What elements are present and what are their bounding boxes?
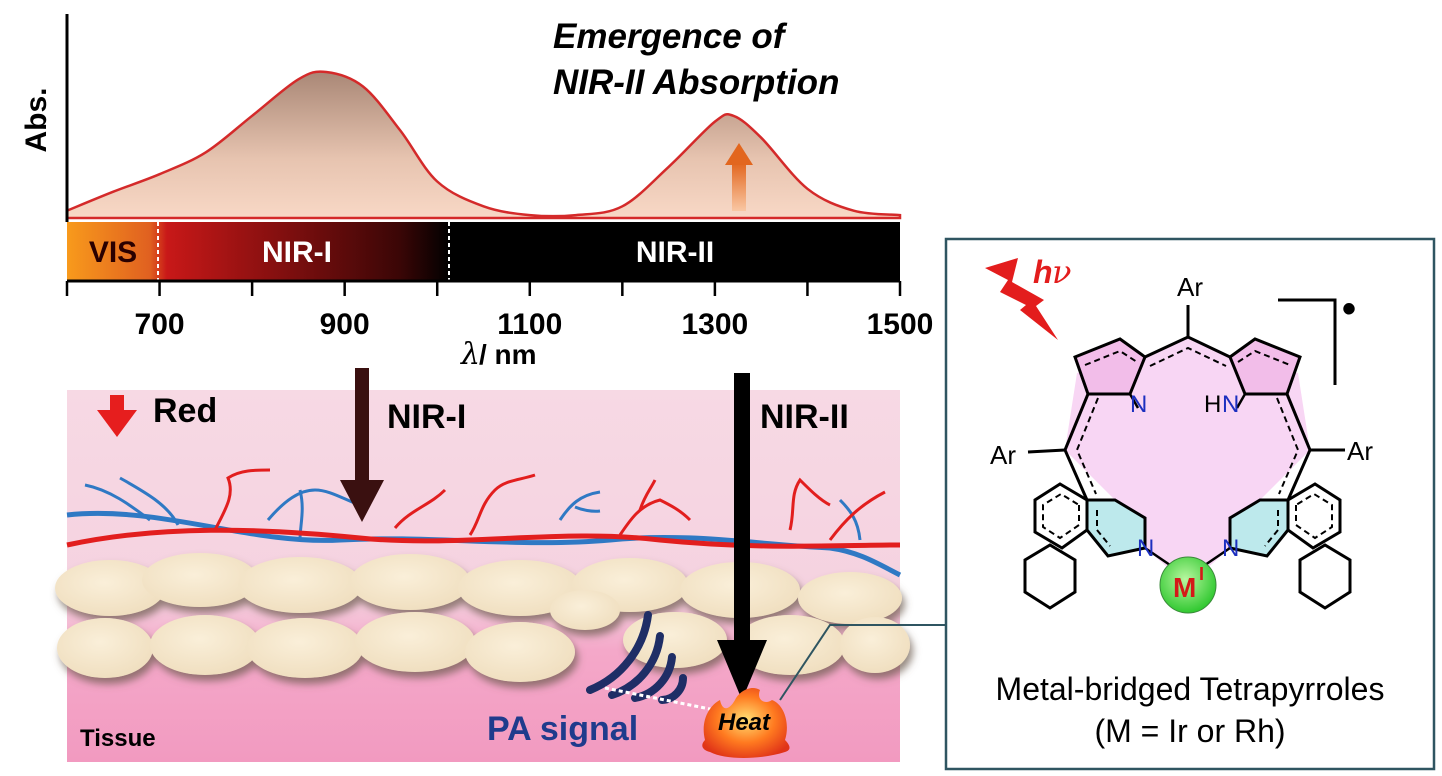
ar-right-label: Ar xyxy=(1347,436,1373,466)
benzo-ring-right xyxy=(1286,482,1352,610)
hv-nu-label: ν xyxy=(1052,253,1071,291)
metal-oxidation-label: I xyxy=(1199,564,1204,584)
molecule-caption-line2: (M = Ir or Rh) xyxy=(1094,713,1285,749)
n-atom-top-left: N xyxy=(1130,391,1147,418)
red-light-arrow xyxy=(97,395,137,437)
n-atom-bottom-right: N xyxy=(1222,535,1239,562)
tissue-cells xyxy=(55,553,910,682)
ar-top-label: Ar xyxy=(1177,272,1203,302)
red-light-label: Red xyxy=(153,392,217,430)
delocalized-bonds xyxy=(1075,346,1300,547)
absorption-spectrum: Abs. Emergence of NIR-II Absorption xyxy=(20,14,902,222)
band-nir1-label: NIR-I xyxy=(262,236,332,269)
nir2-light-arrow xyxy=(717,373,767,700)
heat-flame xyxy=(702,688,790,758)
tissue-label: Tissue xyxy=(80,725,156,752)
macrocycle-bonds xyxy=(1027,305,1345,501)
metal-label: M xyxy=(1173,572,1196,603)
emergence-arrow xyxy=(725,143,753,211)
pa-signal-label: PA signal xyxy=(487,710,638,748)
inner-bonds xyxy=(1128,393,1247,567)
x-axis-label-unit: / nm xyxy=(479,339,537,370)
hv-h-label: h xyxy=(1033,254,1053,290)
x-axis-label-symbol: λ xyxy=(460,337,480,372)
heat-label: Heat xyxy=(718,709,771,736)
wavelength-band-bar: VIS NIR-I NIR-II xyxy=(67,222,900,280)
benzo-ring-left xyxy=(1023,482,1089,610)
blood-vessels xyxy=(66,468,902,578)
band-nir2-label: NIR-II xyxy=(636,236,714,269)
absorption-area xyxy=(65,70,902,220)
nir1-light-arrow xyxy=(340,368,384,522)
y-axis-label: Abs. xyxy=(20,87,53,152)
spectrum-title-line1: Emergence of xyxy=(553,17,788,56)
band-vis-label: VIS xyxy=(89,236,137,269)
h-atom-top-right: H xyxy=(1204,391,1221,418)
x-tick-label: 900 xyxy=(320,308,370,341)
x-tick-label: 1100 xyxy=(497,308,562,341)
x-tick-label: 700 xyxy=(135,308,185,341)
n-atom-bottom-left: N xyxy=(1137,535,1154,562)
radical-dot: • xyxy=(1342,287,1356,331)
lightning-icon xyxy=(985,258,1058,340)
molecule-caption-line1: Metal-bridged Tetrapyrroles xyxy=(996,671,1385,707)
nir1-light-label: NIR-I xyxy=(387,398,466,436)
n-atom-top-right: N xyxy=(1222,391,1239,418)
spectrum-title-line2: NIR-II Absorption xyxy=(553,63,839,102)
x-tick-label: 1500 xyxy=(867,308,934,341)
nir2-light-label: NIR-II xyxy=(760,398,849,436)
radical-bracket xyxy=(1278,298,1337,385)
heat-to-molecule-connector xyxy=(779,624,946,701)
ar-left-label: Ar xyxy=(990,440,1016,470)
pyrrole-top-right xyxy=(1228,337,1302,396)
pa-signal-path xyxy=(604,686,716,712)
macrocycle-core xyxy=(1065,337,1310,585)
x-axis: 700 900 1100 1300 1500 λ / nm xyxy=(65,279,934,372)
molecule-box: Ar Ar Ar N H N N N M I • h ν Metal-bridg… xyxy=(944,237,1436,771)
band-gradient-bar xyxy=(67,222,900,280)
pyrrole-top-left xyxy=(1073,337,1147,396)
tissue-panel: Red NIR-I NIR-II Heat PA signal Tissue xyxy=(55,368,910,762)
x-tick-label: 1300 xyxy=(682,308,749,341)
metal-center xyxy=(1159,556,1217,614)
